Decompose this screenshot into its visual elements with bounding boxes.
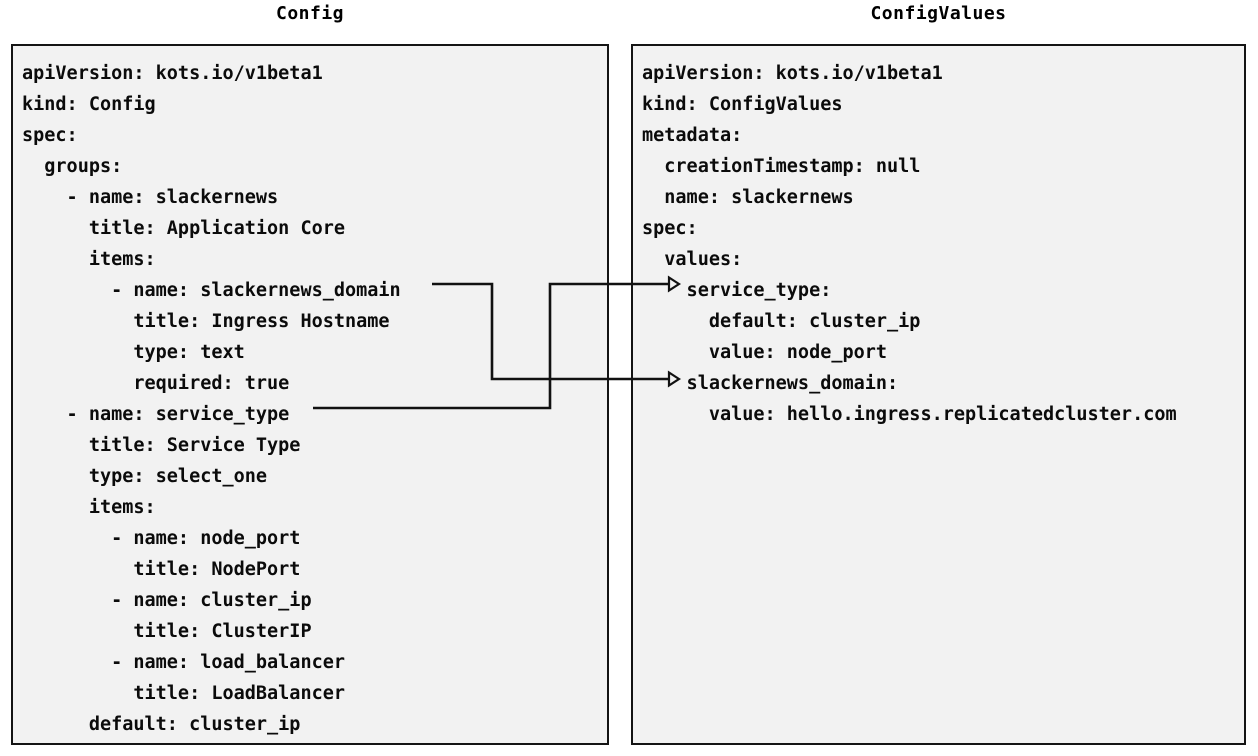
config-yaml-line-4: - name: slackernews — [22, 187, 279, 208]
config-yaml-line-1: kind: Config — [22, 94, 156, 115]
configvalues-yaml-line-11: value: hello.ingress.replicatedcluster.c… — [642, 404, 1177, 425]
config-yaml-line-21: default: cluster_ip — [22, 714, 301, 735]
config-panel-title: Config — [275, 3, 345, 24]
config-yaml-line-18: title: ClusterIP — [22, 621, 312, 642]
config-yaml-line-15: - name: node_port — [22, 528, 301, 549]
configvalues-panel-title: ConfigValues — [870, 3, 1007, 24]
config-yaml-line-3: groups: — [22, 156, 123, 177]
configvalues-yaml-block: apiVersion: kots.io/v1beta1 kind: ConfigV… — [642, 58, 1240, 430]
config-yaml-line-14: items: — [22, 497, 156, 518]
configvalues-yaml-line-9: value: node_port — [642, 342, 888, 363]
config-yaml-line-5: title: Application Core — [22, 218, 346, 239]
config-yaml-line-12: title: Service Type — [22, 435, 301, 456]
config-yaml-line-6: items: — [22, 249, 156, 270]
config-yaml-line-10: required: true — [22, 373, 290, 394]
config-yaml-line-9: type: text — [22, 342, 245, 363]
config-yaml-line-13: type: select_one — [22, 466, 268, 487]
configvalues-yaml-line-10: slackernews_domain: — [642, 373, 899, 394]
configvalues-panel: apiVersion: kots.io/v1beta1 kind: ConfigV… — [631, 44, 1246, 745]
configvalues-yaml-line-4: name: slackernews — [642, 187, 854, 208]
configvalues-yaml-line-3: creationTimestamp: null — [642, 156, 921, 177]
configvalues-yaml-line-8: default: cluster_ip — [642, 311, 921, 332]
configvalues-yaml-line-1: kind: ConfigValues — [642, 94, 843, 115]
config-yaml-line-16: title: NodePort — [22, 559, 301, 580]
config-yaml-line-20: title: LoadBalancer — [22, 683, 346, 704]
configvalues-yaml-line-0: apiVersion: kots.io/v1beta1 — [642, 63, 943, 84]
configvalues-yaml-line-5: spec: — [642, 218, 698, 239]
configvalues-yaml-line-6: values: — [642, 249, 743, 270]
config-yaml-line-7: - name: slackernews_domain — [22, 280, 401, 301]
configvalues-yaml-line-2: metadata: — [642, 125, 743, 146]
config-panel: apiVersion: kots.io/v1beta1 kind: Config s… — [11, 44, 609, 745]
config-yaml-line-11: - name: service_type — [22, 404, 290, 425]
config-yaml-line-2: spec: — [22, 125, 78, 146]
config-yaml-line-0: apiVersion: kots.io/v1beta1 — [22, 63, 323, 84]
configvalues-yaml-line-7: service_type: — [642, 280, 832, 301]
config-yaml-line-19: - name: load_balancer — [22, 652, 346, 673]
config-yaml-line-17: - name: cluster_ip — [22, 590, 312, 611]
config-yaml-block: apiVersion: kots.io/v1beta1 kind: Config s… — [22, 58, 603, 740]
config-yaml-line-8: title: Ingress Hostname — [22, 311, 390, 332]
